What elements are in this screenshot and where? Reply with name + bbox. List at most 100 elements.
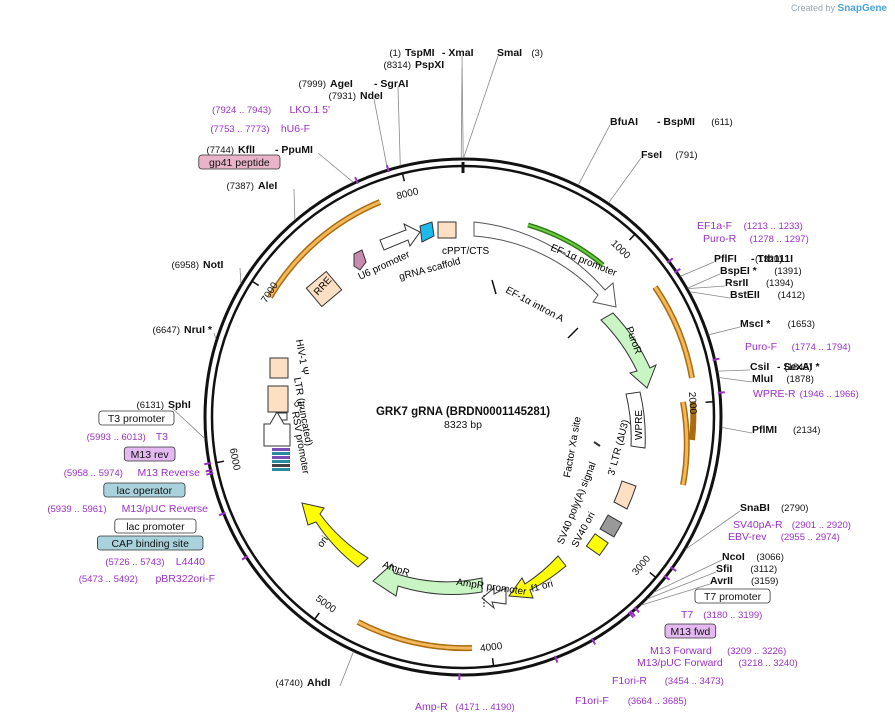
- enzyme-site[interactable]: (1320)PflFI: [680, 253, 782, 277]
- feature-callout[interactable]: M13 Reverse(5958 .. 5974): [64, 467, 200, 479]
- feature-callout[interactable]: lac promoter: [114, 518, 197, 534]
- feature-callout[interactable]: gp41 peptide: [198, 154, 281, 170]
- feature-callout[interactable]: EF1a-F(1213 .. 1233): [697, 220, 803, 232]
- puror-arrow: [600, 312, 657, 389]
- feature-callout[interactable]: SV40pA-R(2901 .. 2920): [733, 519, 851, 531]
- bp-tick-label: 4000: [480, 641, 504, 655]
- enzyme-site[interactable]: (7931)NdeI: [329, 90, 388, 170]
- primer-range: (4171 .. 4190): [456, 702, 515, 713]
- feature-name: M13 rev: [131, 449, 170, 461]
- inner-label: Factor Xa site: [562, 415, 584, 478]
- rre-box: [305, 270, 343, 308]
- enzyme-position: (791): [675, 150, 697, 161]
- enzyme-site[interactable]: (3)SmaI: [463, 47, 543, 159]
- enzyme-site[interactable]: (1394)RsrII: [687, 277, 794, 290]
- feature-callout[interactable]: CAP binding site: [97, 535, 204, 551]
- enzyme-site[interactable]: (611)- BspMI: [657, 116, 733, 128]
- feature-callout[interactable]: F1ori-F(3664 .. 3685): [575, 695, 687, 707]
- enzyme-site[interactable]: - SgrAI: [374, 78, 409, 90]
- feature-callout[interactable]: F1ori-R(3454 .. 3473): [612, 675, 724, 687]
- enzyme-position: (1845): [784, 362, 811, 373]
- feature-callout[interactable]: hU6-F (7753 .. 7773): [210, 123, 310, 135]
- feature-callout[interactable]: T7 promoter: [694, 588, 771, 604]
- feature-callout[interactable]: lac operator: [103, 482, 186, 498]
- primer-name: T3: [156, 431, 168, 443]
- feature-callout[interactable]: LKO.1 5'(7924 .. 7943): [212, 104, 330, 116]
- bp-tick: [252, 281, 260, 287]
- enzyme-position: (3066): [756, 552, 783, 563]
- feature-callout[interactable]: M13/pUC Forward(3218 .. 3240): [637, 657, 798, 669]
- feature-callout[interactable]: M13/pUC Reverse(5939 .. 5961): [47, 503, 208, 515]
- feature-callout[interactable]: T7(3180 .. 3199): [681, 609, 762, 621]
- feature-callout[interactable]: L4440(5726 .. 5743): [105, 556, 205, 568]
- feature-callout[interactable]: M13 Forward (3209 .. 3226): [650, 645, 786, 657]
- enzyme-position: (2134): [793, 425, 820, 436]
- bp-tick-label: 1000: [608, 238, 632, 262]
- bp-tick: [314, 612, 320, 620]
- feature-callout[interactable]: WPRE-R(1946 .. 1966): [753, 388, 859, 400]
- enzyme-site[interactable]: (1878)MluI: [718, 373, 814, 385]
- enzyme-site[interactable]: - Tth111I: [751, 253, 793, 265]
- inner-label: 5': [291, 401, 303, 410]
- f1-ori-arrow: [508, 555, 567, 599]
- enzyme-site[interactable]: - XmaI: [442, 47, 474, 59]
- enzyme-site[interactable]: (2134)PflMI: [721, 424, 821, 436]
- bp-tick-label: 6000: [227, 447, 242, 471]
- enzyme-site[interactable]: (4740)AhdI: [276, 651, 354, 689]
- enzyme-site[interactable]: (3112)SfiI: [647, 563, 777, 600]
- enzyme-site[interactable]: (7999)AgeI: [299, 78, 401, 166]
- bp-tick: [217, 460, 225, 464]
- enzyme-position: (3159): [751, 576, 778, 587]
- feature-box: [198, 154, 281, 170]
- feature-callout[interactable]: Puro-R(1278 .. 1297): [703, 233, 809, 245]
- enzyme-site[interactable]: (3159)AvrII: [640, 575, 779, 606]
- primer-range: (3664 .. 3685): [628, 696, 687, 707]
- enzyme-site[interactable]: (791)FseI: [608, 149, 698, 204]
- primer-range: (5993 .. 6013): [87, 432, 146, 443]
- enzyme-site[interactable]: (6958)NotI: [172, 259, 242, 284]
- enzyme-site[interactable]: BfuAI: [577, 116, 638, 186]
- intron-mark-1: [491, 279, 497, 295]
- feature-callout[interactable]: Puro-F(1774 .. 1794): [745, 341, 851, 353]
- enzyme-site[interactable]: (7387)AleI: [227, 180, 296, 221]
- enzyme-site[interactable]: (3066)NcoI: [653, 551, 784, 593]
- feature-callout[interactable]: Amp-R(4171 .. 4190): [415, 701, 515, 713]
- feature-box: [664, 623, 717, 639]
- enzyme-name: NdeI: [360, 90, 383, 102]
- primer-name: LKO.1 5': [289, 104, 330, 116]
- inner-label: HIV-1 Ψ: [293, 339, 310, 377]
- enzyme-name: - Tth111I: [751, 253, 793, 265]
- enzyme-position: (1878): [786, 374, 813, 385]
- enzyme-site[interactable]: (1412)BstEII: [689, 289, 805, 301]
- primer-range: (3209 .. 3226): [727, 646, 786, 657]
- enzyme-name: - SgrAI: [374, 78, 409, 90]
- enzyme-site[interactable]: (6131)SphI: [137, 399, 206, 440]
- enzyme-site[interactable]: (6647)NruI *: [153, 324, 217, 340]
- primer-range: (5473 .. 5492): [79, 574, 138, 585]
- enzyme-site[interactable]: (7744)KflI: [207, 144, 354, 183]
- enzyme-name: AhdI: [307, 677, 330, 689]
- primer-name: hU6-F: [281, 123, 310, 135]
- feature-callout[interactable]: M13 fwd: [664, 623, 717, 639]
- primer-name: M13/pUC Reverse: [122, 503, 209, 515]
- enzyme-site[interactable]: (1845)CsiI: [717, 361, 812, 373]
- feature-callout[interactable]: M13 rev: [123, 446, 176, 462]
- primer-name: M13 Forward: [650, 645, 712, 657]
- feature-callout[interactable]: EBV-rev(2955 .. 2974): [728, 531, 840, 543]
- bp-tick: [628, 234, 635, 241]
- enzyme-site[interactable]: (8314)PspXI: [384, 59, 463, 159]
- feature-callout[interactable]: T3 (5993 .. 6013): [87, 431, 169, 443]
- enzyme-site[interactable]: (1653)MscI *: [708, 318, 815, 336]
- feature-callout[interactable]: pBR322ori-F(5473 .. 5492): [79, 573, 215, 585]
- enzyme-position: (7999): [299, 79, 326, 90]
- enzyme-site[interactable]: - SexAI *: [777, 361, 821, 373]
- enzyme-site[interactable]: - PpuMI: [275, 144, 313, 156]
- primer-name: SV40pA-R: [733, 519, 783, 531]
- primer-range: (7753 .. 7773): [210, 124, 269, 135]
- enzyme-position: (7387): [227, 181, 254, 192]
- primer-name: EF1a-F: [697, 220, 732, 232]
- enzyme-site[interactable]: (1391)BspEI *: [687, 265, 802, 289]
- enzyme-site[interactable]: (2790)SnaBI: [685, 502, 809, 550]
- feature-callout[interactable]: T3 promoter: [98, 410, 175, 426]
